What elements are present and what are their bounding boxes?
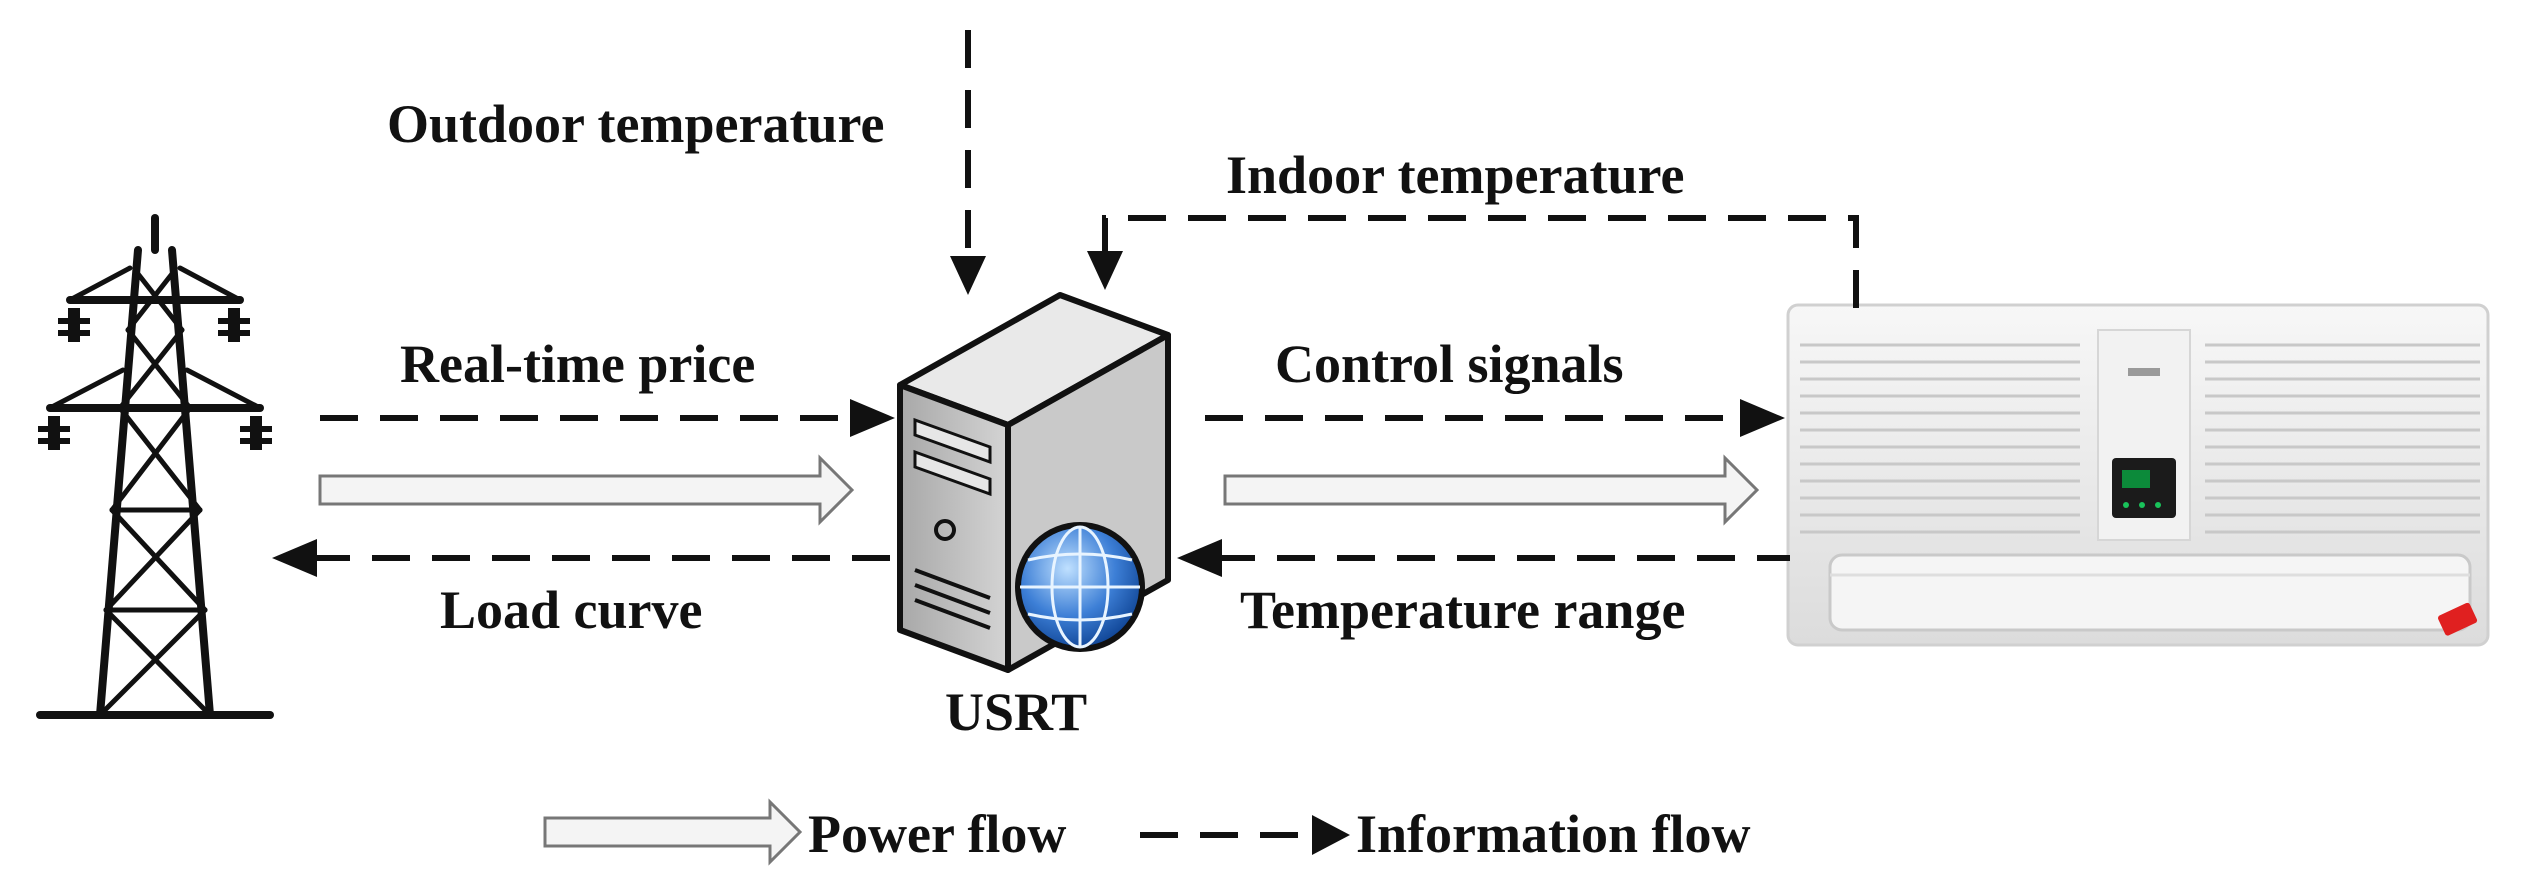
- usrt-label: USRT: [945, 682, 1087, 742]
- power-flow-arrow-server-to-ac: [1223, 454, 1760, 526]
- control-signals-label: Control signals: [1275, 334, 1624, 394]
- legend-information-flow-label: Information flow: [1356, 804, 1750, 864]
- outdoor-temperature-flow: [950, 30, 986, 295]
- transmission-tower-icon: [36, 214, 274, 719]
- globe-icon: [1015, 522, 1145, 652]
- real-time-price-flow: [320, 399, 895, 437]
- air-conditioner-icon: [1786, 303, 2490, 647]
- temperature-range-label: Temperature range: [1240, 580, 1685, 640]
- outdoor-temperature-label: Outdoor temperature: [387, 94, 884, 154]
- legend-power-flow-label: Power flow: [808, 804, 1066, 864]
- load-curve-flow: [272, 539, 890, 577]
- legend: Power flow Information flow: [543, 798, 1750, 866]
- legend-power-flow-swatch: [543, 798, 803, 866]
- power-flow-arrow-grid-to-server: [318, 454, 855, 526]
- temperature-range-flow: [1177, 539, 1790, 577]
- indoor-temperature-flow: [1087, 215, 1859, 308]
- indoor-temperature-label: Indoor temperature: [1226, 145, 1684, 205]
- load-curve-label: Load curve: [440, 580, 703, 640]
- control-signals-flow: [1205, 399, 1785, 437]
- real-time-price-label: Real-time price: [400, 334, 755, 394]
- legend-information-flow-swatch: [1140, 815, 1350, 855]
